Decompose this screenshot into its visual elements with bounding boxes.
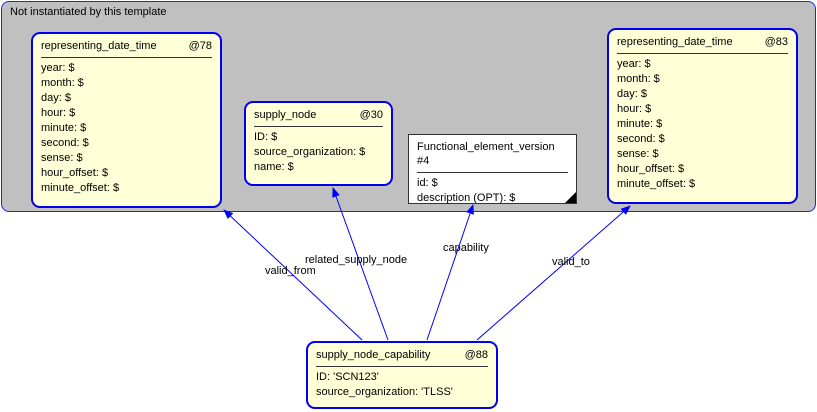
node-attribute: hour: $ bbox=[41, 107, 76, 119]
node-attribute: sense: $ bbox=[41, 152, 83, 164]
container-label: Not instantiated by this template bbox=[10, 6, 167, 18]
node-attribute: day: $ bbox=[617, 88, 647, 100]
node-attribute: year: $ bbox=[617, 58, 651, 70]
node-attribute: year: $ bbox=[41, 62, 75, 74]
node-attribute: hour_offset: $ bbox=[617, 163, 685, 175]
node-id: @78 bbox=[188, 40, 212, 52]
node-id: @83 bbox=[764, 36, 788, 48]
node-attribute: day: $ bbox=[41, 92, 71, 104]
edge-valid-to[interactable] bbox=[476, 205, 631, 341]
node-title: supply_node bbox=[254, 109, 317, 121]
edge-label-capability: capability bbox=[443, 242, 489, 254]
node-attribute: hour_offset: $ bbox=[41, 167, 109, 179]
node-title: Functional_element_version #4 bbox=[417, 141, 555, 167]
corner-triangle-icon bbox=[565, 192, 576, 203]
node-attribute: minute_offset: $ bbox=[41, 182, 120, 194]
node-functional-element-version[interactable]: Functional_element_version #4 id: $ descr… bbox=[408, 134, 577, 204]
node-attribute: id: $ bbox=[417, 177, 438, 189]
edge-label-related-supply-node: related_supply_node bbox=[305, 254, 408, 266]
node-attribute: source_organization: $ bbox=[254, 146, 366, 158]
node-attribute: sense: $ bbox=[617, 148, 659, 160]
node-attribute: name: $ bbox=[254, 161, 294, 173]
node-attribute: hour: $ bbox=[617, 103, 652, 115]
edge-valid-from[interactable] bbox=[223, 209, 363, 341]
node-attribute: source_organization: 'TLSS' bbox=[316, 386, 453, 398]
node-attribute: minute: $ bbox=[41, 122, 87, 134]
node-representing-date-time-83[interactable]: representing_date_time @83 year: $ month: … bbox=[607, 28, 798, 204]
node-id: @88 bbox=[464, 349, 488, 361]
node-attribute: second: $ bbox=[617, 133, 665, 145]
node-supply-node-30[interactable]: supply_node @30 ID: $ source_organization:… bbox=[244, 101, 393, 186]
node-title: representing_date_time bbox=[41, 40, 157, 52]
node-id: @30 bbox=[359, 109, 383, 121]
node-attribute: description (OPT): $ bbox=[417, 192, 516, 204]
node-title: representing_date_time bbox=[617, 36, 733, 48]
node-attribute: minute_offset: $ bbox=[617, 178, 696, 190]
node-attribute: month: $ bbox=[41, 77, 84, 89]
node-title: supply_node_capability bbox=[316, 349, 431, 361]
edge-label-valid-to: valid_to bbox=[552, 256, 590, 268]
node-representing-date-time-78[interactable]: representing_date_time @78 year: $ month: … bbox=[31, 32, 222, 208]
edge-label-valid-from: valid_from bbox=[265, 265, 316, 277]
node-attribute: ID: $ bbox=[254, 131, 278, 143]
node-attribute: ID: 'SCN123' bbox=[316, 371, 379, 383]
edge-related-supply-node[interactable] bbox=[332, 187, 389, 341]
node-supply-node-capability-88[interactable]: supply_node_capability @88 ID: 'SCN123' so… bbox=[306, 341, 498, 409]
node-attribute: minute: $ bbox=[617, 118, 663, 130]
edge-capability[interactable] bbox=[426, 204, 474, 341]
node-attribute: second: $ bbox=[41, 137, 89, 149]
node-attribute: month: $ bbox=[617, 73, 660, 85]
